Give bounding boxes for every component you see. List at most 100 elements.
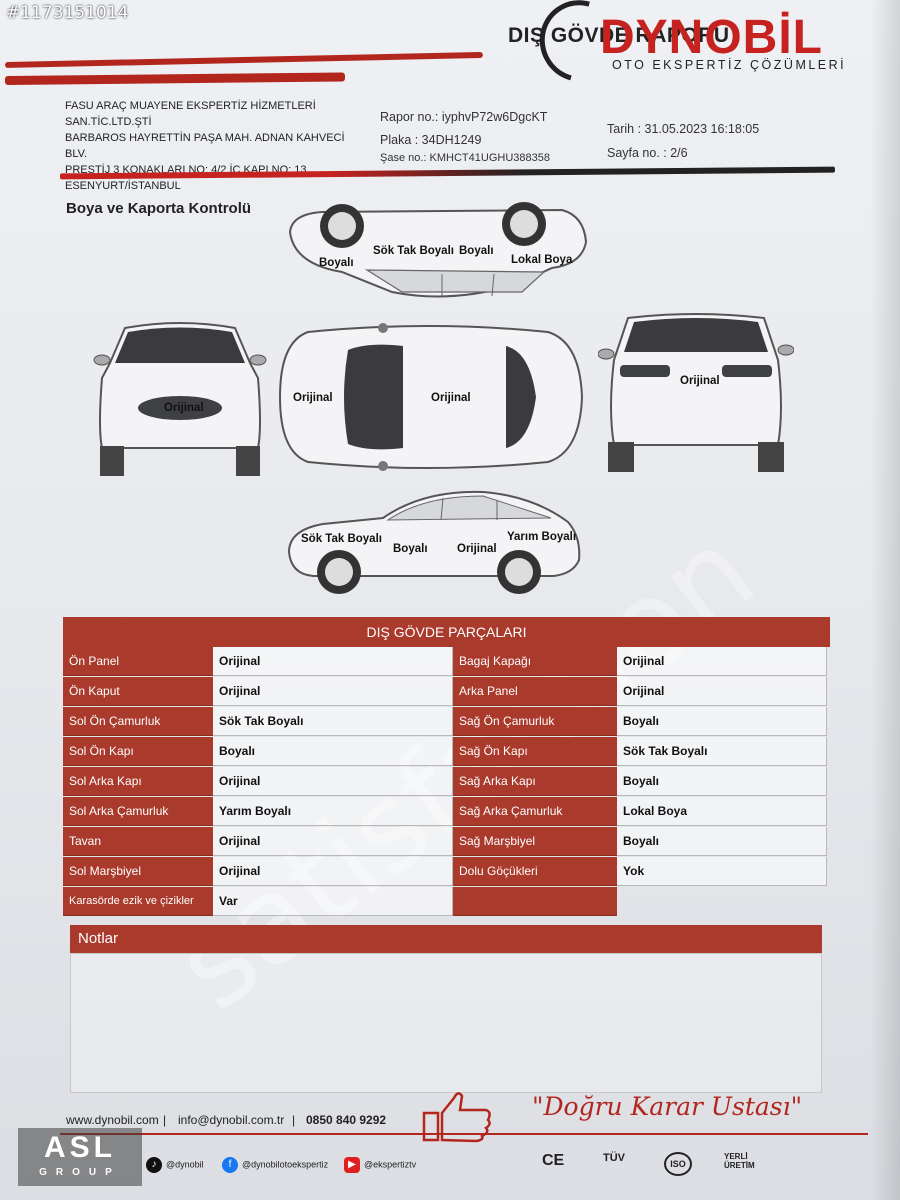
part-name: Ön Panel — [63, 647, 213, 676]
part-name: Sol Arka Kapı — [63, 767, 213, 796]
diagram-label: Orijinal — [164, 402, 204, 414]
facebook-link[interactable]: f @dynobilotoekspertiz — [222, 1157, 328, 1173]
youtube-link[interactable]: ▶ @ekspertiztv — [344, 1157, 416, 1173]
diagram-label: Yarım Boyalı — [507, 531, 577, 543]
notes-box — [70, 953, 822, 1093]
part-status: Boyalı — [213, 737, 453, 766]
company-line: BARBAROS HAYRETTİN PAŞA MAH. ADNAN KAHVE… — [65, 132, 345, 160]
asl-group-logo: ASL GROUP — [18, 1128, 142, 1186]
part-name: Arka Panel — [453, 677, 617, 706]
page-number: Sayfa no. : 2/6 — [607, 146, 688, 160]
table-row: Sol Arka Çamurluk Yarım Boyalı Sağ Arka … — [63, 797, 830, 827]
company-line: SAN.TİC.LTD.ŞTİ — [65, 116, 152, 128]
footer-divider — [60, 1133, 868, 1135]
car-diagram-top — [278, 323, 584, 471]
part-status: Sök Tak Boyalı — [213, 707, 453, 736]
car-diagram-left-side — [287, 490, 581, 594]
asl-logo-sub: GROUP — [39, 1167, 121, 1178]
footer-phone[interactable]: 0850 840 9292 — [306, 1113, 387, 1127]
diagram-label: Lokal Boya — [511, 254, 573, 266]
part-status: Lokal Boya — [617, 797, 827, 826]
part-name: Ön Kaput — [63, 677, 213, 706]
part-status: Boyalı — [617, 767, 827, 796]
footer-email[interactable]: info@dynobil.com.tr — [178, 1113, 285, 1127]
part-name: Sol Marşbiyel — [63, 857, 213, 886]
table-row: Ön Panel Orijinal Bagaj Kapağı Orijinal — [63, 647, 830, 677]
tiktok-handle: @dynobil — [166, 1159, 204, 1170]
paper-edge-shadow — [870, 0, 900, 1200]
part-status: Orijinal — [617, 647, 827, 676]
part-status: Yok — [617, 857, 827, 886]
plate-number: Plaka : 34DH1249 — [380, 133, 482, 147]
part-name: Sol Ön Kapı — [63, 737, 213, 766]
part-status: Orijinal — [213, 647, 453, 676]
section-title: Boya ve Kaporta Kontrolü — [66, 200, 252, 217]
company-line: ESENYURT/İSTANBUL — [65, 180, 181, 192]
part-name: Bagaj Kapağı — [453, 647, 617, 676]
brand-tagline: OTO EKSPERTİZ ÇÖZÜMLERİ — [612, 58, 847, 72]
car-diagram-right-side — [288, 202, 588, 298]
header-stripe-bottom — [4, 72, 346, 85]
diagram-label: Boyalı — [393, 543, 428, 555]
diagram-label: Orijinal — [457, 543, 497, 555]
part-status: Orijinal — [213, 857, 453, 886]
part-name: Sol Arka Çamurluk — [63, 797, 213, 826]
listing-id: #1173151014 — [6, 3, 129, 23]
part-name: Sağ Arka Çamurluk — [453, 797, 617, 826]
brand-logo: DYNOBİL — [600, 11, 823, 64]
part-status: Sök Tak Boyalı — [617, 737, 827, 766]
facebook-handle: @dynobilotoekspertiz — [242, 1159, 329, 1170]
asl-logo-text: ASL — [44, 1131, 116, 1164]
table-row: Karasörde ezik ve çizikler Var — [63, 887, 830, 917]
part-name: Sağ Ön Çamurluk — [453, 707, 617, 736]
tiktok-icon: ♪ — [146, 1157, 162, 1173]
part-status: Yarım Boyalı — [213, 797, 453, 826]
yerli-uretim-mark: YERLİ ÜRETİM — [724, 1152, 755, 1170]
diagram-label: Orijinal — [293, 392, 333, 404]
car-diagram-front — [93, 322, 267, 476]
part-name: Sol Ön Çamurluk — [63, 707, 213, 736]
diagram-label: Boyalı — [319, 257, 354, 269]
ce-mark: CE — [542, 1152, 565, 1169]
thumbs-up-icon — [422, 1092, 491, 1143]
part-status: Orijinal — [617, 677, 827, 706]
chassis-number: Şase no.: KMHCT41UGHU388358 — [380, 152, 550, 164]
part-status: Orijinal — [213, 767, 453, 796]
diagram-label: Sök Tak Boyalı — [373, 245, 454, 257]
youtube-icon: ▶ — [344, 1157, 360, 1173]
table-row: Sol Marşbiyel Orijinal Dolu Göçükleri Yo… — [63, 857, 830, 887]
report-title: DIŞ GÖVDE RAPORU — [508, 24, 730, 47]
footer-website[interactable]: www.dynobil.com — [66, 1113, 159, 1127]
table-row: Tavan Orijinal Sağ Marşbiyel Boyalı — [63, 827, 830, 857]
part-status: Boyalı — [617, 827, 827, 856]
car-diagram-rear — [598, 313, 794, 472]
company-address: FASU ARAÇ MUAYENE EKSPERTİZ HİZMETLERİ S… — [65, 98, 355, 194]
parts-table-title: DIŞ GÖVDE PARÇALARI — [63, 617, 830, 647]
part-status: Boyalı — [617, 707, 827, 736]
diagram-label: Boyalı — [459, 245, 494, 257]
footer-separator: | — [292, 1113, 296, 1127]
notes-title: Notlar — [70, 925, 822, 953]
diagram-label: Sök Tak Boyalı — [301, 533, 382, 545]
part-name: Sağ Ön Kapı — [453, 737, 617, 766]
part-status: Orijinal — [213, 677, 453, 706]
company-line: FASU ARAÇ MUAYENE EKSPERTİZ HİZMETLERİ — [65, 100, 316, 112]
footer-slogan: "Doğru Karar Ustası" — [532, 1092, 803, 1121]
part-name-empty — [453, 887, 617, 916]
part-name: Sağ Arka Kapı — [453, 767, 617, 796]
diagram-label: Orijinal — [431, 392, 471, 404]
iso-mark: ISO — [664, 1152, 692, 1176]
table-row: Sol Ön Çamurluk Sök Tak Boyalı Sağ Ön Ça… — [63, 707, 830, 737]
part-name: Tavan — [63, 827, 213, 856]
header-stripe-top — [4, 51, 483, 68]
facebook-icon: f — [222, 1157, 238, 1173]
part-name: Dolu Göçükleri — [453, 857, 617, 886]
table-row: Sol Ön Kapı Boyalı Sağ Ön Kapı Sök Tak B… — [63, 737, 830, 767]
tiktok-link[interactable]: ♪ @dynobil — [146, 1157, 204, 1173]
youtube-handle: @ekspertiztv — [364, 1159, 417, 1170]
table-row: Ön Kaput Orijinal Arka Panel Orijinal — [63, 677, 830, 707]
diagram-label: Orijinal — [680, 375, 720, 387]
report-date: Tarih : 31.05.2023 16:18:05 — [607, 122, 760, 136]
part-name: Sağ Marşbiyel — [453, 827, 617, 856]
